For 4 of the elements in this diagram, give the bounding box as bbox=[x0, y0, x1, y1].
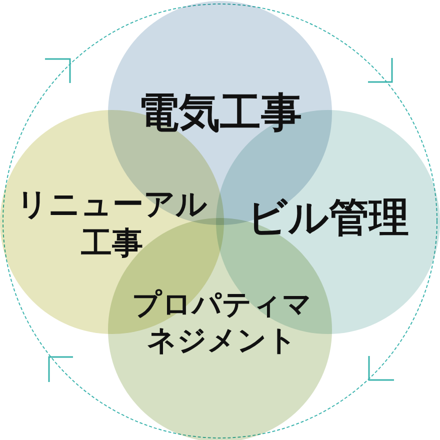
circle-label: プロパティマネジメント bbox=[131, 286, 313, 358]
circle-label: ビル管理 bbox=[246, 194, 410, 243]
circle-label: 電気工事 bbox=[137, 87, 303, 138]
circle-label: リニューアル工事 bbox=[16, 185, 208, 263]
